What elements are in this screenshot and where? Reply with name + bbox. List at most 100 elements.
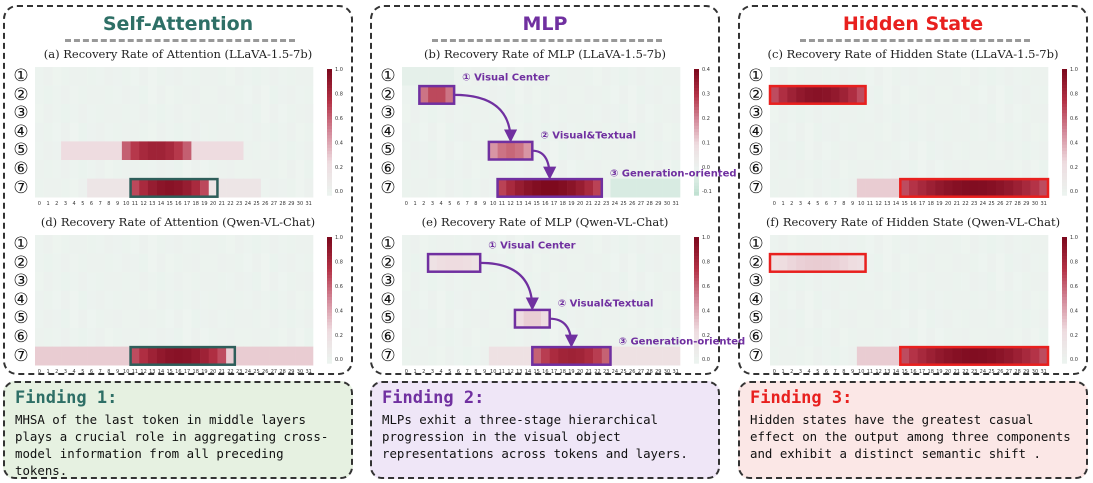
colorbar-segment	[327, 240, 332, 244]
heatmap-cell	[497, 290, 507, 310]
heatmap-cell	[252, 272, 262, 292]
heatmap-cell	[952, 141, 962, 161]
heatmap-cell	[584, 309, 594, 329]
heatmap-cell	[428, 160, 438, 179]
heatmap-cell	[208, 328, 218, 347]
row-label: ②	[13, 252, 29, 273]
heatmap-cell	[462, 309, 472, 329]
colorbar-segment	[327, 344, 332, 348]
heatmap-cell	[627, 104, 637, 124]
heatmap-cell	[917, 104, 927, 124]
heatmap-cell	[961, 141, 971, 161]
heatmap-cell	[830, 160, 840, 179]
heatmap-cell	[917, 178, 927, 198]
x-tick-label: 23	[971, 369, 977, 375]
heatmap-cell	[226, 328, 236, 347]
heatmap-cell	[462, 67, 472, 86]
heatmap-cell	[558, 122, 568, 142]
colorbar-tick: 0.2	[702, 116, 710, 122]
heatmap-cell	[436, 253, 446, 273]
heatmap-cell	[436, 290, 446, 310]
heatmap-cell	[909, 178, 918, 198]
heatmap-cell	[191, 104, 201, 124]
heatmap-cell	[260, 85, 270, 105]
heatmap-cell	[295, 272, 305, 292]
heatmap-cell	[217, 67, 227, 86]
heatmap-cell	[139, 67, 149, 86]
heatmap-cell	[567, 346, 577, 366]
heatmap-cell	[304, 290, 314, 310]
x-tick-label: 15	[166, 369, 172, 375]
heatmap-cell	[952, 272, 962, 292]
heatmap-cell	[978, 67, 988, 86]
heatmap-cell	[874, 141, 884, 161]
heatmap-cell	[139, 160, 149, 179]
colorbar-segment	[1062, 185, 1067, 190]
heatmap-cell	[295, 178, 305, 198]
heatmap-cell	[130, 328, 140, 347]
heatmap-cell	[95, 235, 105, 254]
heatmap-cell	[671, 253, 681, 273]
colorbar-segment	[694, 125, 699, 130]
heatmap-cell	[200, 67, 210, 86]
heatmap-cell	[636, 253, 646, 273]
x-tick-label: 17	[919, 201, 925, 207]
heatmap-cell	[61, 328, 71, 347]
heatmap-cell	[260, 272, 270, 292]
heatmap-cell	[848, 85, 858, 105]
heatmap-cell	[252, 328, 262, 347]
heatmap-cell	[874, 122, 884, 142]
heatmap-cell	[78, 290, 88, 310]
colorbar-segment	[694, 331, 699, 336]
heatmap-cell	[226, 309, 236, 329]
heatmap-cell	[87, 253, 97, 273]
heatmap-cell	[839, 141, 849, 161]
heatmap-cell	[208, 67, 218, 86]
heatmap-cell	[558, 85, 568, 105]
heatmap-cell	[995, 346, 1005, 366]
heatmap-cell	[822, 290, 832, 310]
colorbar-segment	[1062, 360, 1067, 364]
heatmap-cell	[1039, 122, 1049, 142]
heatmap-cell	[549, 346, 559, 366]
heatmap-cell	[454, 235, 464, 254]
heatmap-cell	[523, 309, 533, 329]
x-tick-label: 22	[962, 201, 968, 207]
heatmap-cell	[208, 235, 218, 254]
heatmap-cell	[130, 253, 140, 273]
heatmap-cell	[1021, 253, 1031, 273]
x-tick-label: 14	[525, 369, 531, 375]
heatmap-cell	[541, 309, 550, 329]
heatmap-cell	[226, 67, 236, 86]
x-tick-label: 1	[46, 201, 49, 207]
heatmap-cell	[778, 67, 788, 86]
heatmap-cell	[523, 346, 533, 366]
colorbar-segment	[694, 173, 699, 177]
heatmap-cell	[488, 160, 498, 179]
heatmap-cell	[856, 235, 866, 254]
heatmap-cell	[182, 141, 192, 161]
heatmap-cell	[645, 178, 655, 198]
x-tick-label: 28	[279, 369, 285, 375]
colorbar-segment	[694, 243, 699, 247]
row-label: ⑤	[13, 140, 29, 161]
heatmap-cell	[909, 272, 918, 292]
heatmap-cell	[410, 346, 420, 366]
heatmap-cell	[882, 67, 892, 86]
heatmap-cell	[969, 328, 979, 347]
colorbar-segment	[694, 312, 699, 317]
colorbar-segment	[1062, 255, 1067, 260]
heatmap-cell	[909, 309, 918, 329]
row-label: ③	[748, 103, 764, 124]
colorbar-segment	[1062, 91, 1067, 95]
colorbar-segment	[1062, 163, 1067, 168]
heatmap-cell	[865, 235, 875, 254]
heatmap-cell	[856, 122, 866, 142]
heatmap-cell	[252, 253, 262, 273]
heatmap-cell	[952, 346, 962, 366]
title-divider	[432, 39, 662, 42]
heatmap-cell	[402, 346, 411, 366]
colorbar-segment	[1062, 151, 1067, 155]
stage-annotation: ① Visual Center	[488, 241, 575, 252]
colorbar-tick: 0.2	[1070, 165, 1078, 171]
